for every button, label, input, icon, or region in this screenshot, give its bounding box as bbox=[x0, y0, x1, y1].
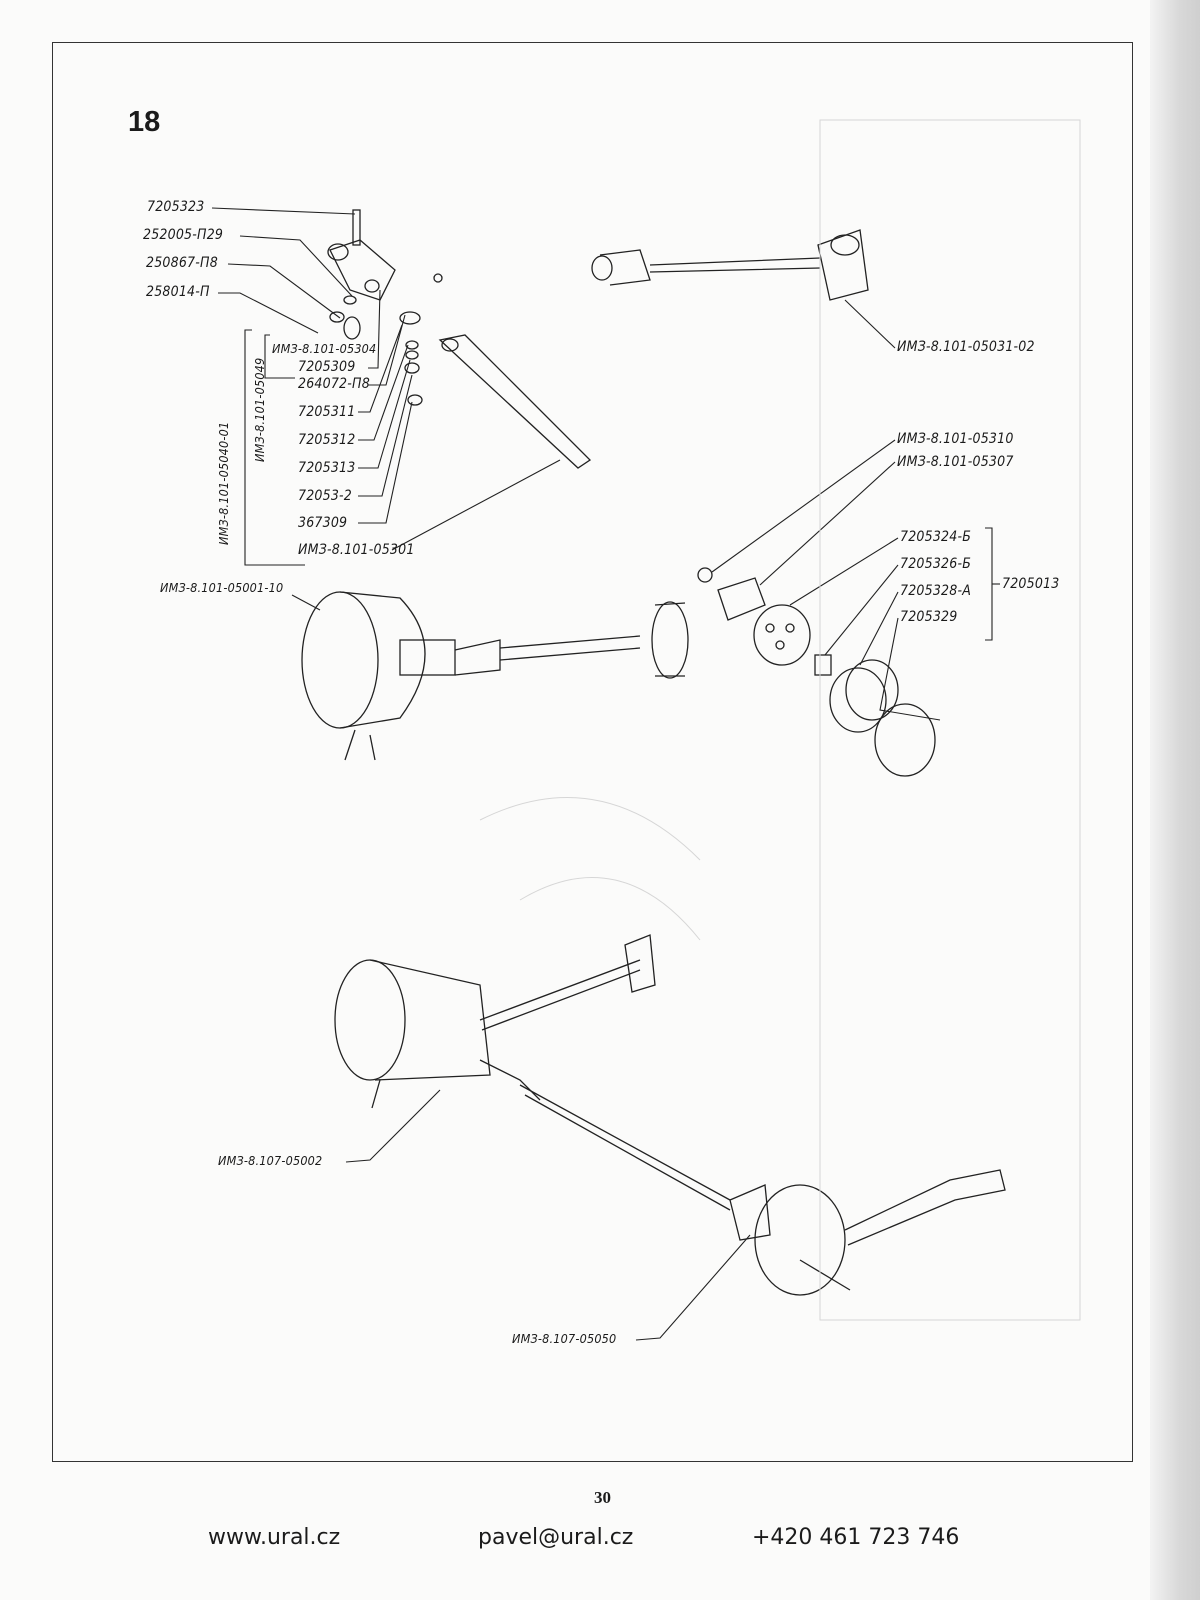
part-label: 7205328-А bbox=[900, 583, 972, 599]
part-label: ИМЗ-8.101-05310 bbox=[897, 431, 1014, 447]
part-label: 7205311 bbox=[298, 404, 356, 420]
part-label: 7205326-Б bbox=[900, 556, 972, 572]
figure-number: 18 bbox=[128, 106, 161, 138]
lever-part bbox=[438, 334, 592, 469]
part-label: ИМЗ-8.107-05050 bbox=[512, 1331, 617, 1346]
part-label: ИМЗ-8.101-05304 bbox=[272, 341, 377, 356]
part-label-vertical: ИМЗ-8.101-05049 bbox=[252, 357, 267, 462]
footer-email: pavel@ural.cz bbox=[478, 1525, 634, 1550]
drum-assembly bbox=[301, 591, 689, 761]
part-label-vertical: ИМЗ-8.101-05040-01 bbox=[216, 421, 231, 545]
part-label: 252005-П29 bbox=[143, 227, 224, 243]
part-label: 258014-П bbox=[146, 284, 210, 300]
figure-frame bbox=[52, 42, 1133, 1462]
footer-phone: +420 461 723 746 bbox=[752, 1525, 960, 1550]
footer-website: www.ural.cz bbox=[208, 1525, 341, 1550]
page-number: 30 bbox=[594, 1488, 611, 1507]
part-label: 7205329 bbox=[900, 609, 958, 625]
part-label: ИМЗ-8.101-05031-02 bbox=[897, 339, 1035, 355]
part-label: ИМЗ-8.107-05002 bbox=[218, 1153, 323, 1168]
part-label: ИМЗ-8.101-05307 bbox=[897, 454, 1014, 470]
part-label: 264072-П8 bbox=[298, 376, 370, 392]
part-label: 250867-П8 bbox=[146, 255, 218, 271]
part-label: ИМЗ-8.101-05301 bbox=[298, 542, 415, 558]
bleed-through bbox=[479, 119, 1081, 1321]
page-edge-shadow bbox=[1150, 0, 1200, 1600]
part-label: 7205312 bbox=[298, 432, 356, 448]
part-label: 367309 bbox=[298, 515, 348, 531]
part-label: 7205313 bbox=[298, 460, 356, 476]
part-label: 72053-2 bbox=[298, 488, 353, 504]
part-label: 7205309 bbox=[298, 359, 356, 375]
upper-shaft bbox=[591, 229, 869, 301]
part-label: 7205324-Б bbox=[900, 529, 972, 545]
part-label: 7205323 bbox=[147, 199, 205, 215]
leader-lines bbox=[211, 207, 1000, 1341]
yoke-assembly bbox=[327, 209, 443, 406]
part-label: 7205013 bbox=[1002, 576, 1060, 592]
lower-assembly bbox=[334, 934, 1006, 1296]
part-label: ИМЗ-8.101-05001-10 bbox=[160, 580, 284, 595]
small-parts bbox=[697, 567, 936, 777]
